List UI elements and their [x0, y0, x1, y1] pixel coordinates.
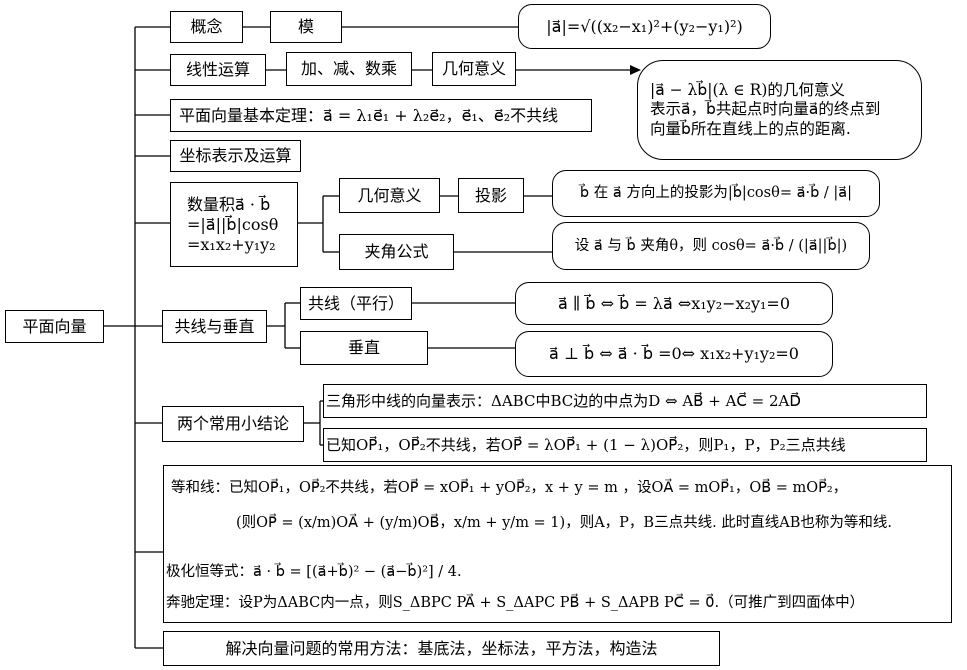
dot-geo-label: 几何意义 [357, 185, 422, 205]
methods-label: 解决向量问题的常用方法：基底法，坐标法，平方法，构造法 [225, 638, 658, 658]
perp-label: 垂直 [347, 338, 380, 357]
perp-formula-node: a⃗ ⊥ b⃗ ⇔ a⃗ · b⃗ =0⇔ x₁x₂+y₁y₂=0 [515, 331, 833, 377]
ops-node: 加、减、数乘 [286, 52, 412, 86]
geo-note-line-2: 表示a⃗，b⃗共起点时向量a⃗的终点到 [650, 100, 881, 119]
ops-label: 加、减、数乘 [300, 59, 397, 78]
geo-meaning-note: |a⃗ − λb⃗|(λ ∈ R)的几何意义 表示a⃗，b⃗共起点时向量a⃗的终… [637, 60, 922, 160]
projection-node: 投影 [458, 178, 524, 213]
dot-product-node: 数量积a⃗ · b⃗ =|a⃗||b⃗|cosθ =x₁x₂+y₁y₂ [170, 182, 298, 267]
angle-node: 夹角公式 [339, 234, 454, 270]
angle-formula: 设 a⃗ 与 b⃗ 夹角θ，则 cosθ= a⃗·b⃗ / (|a⃗||b⃗|) [574, 237, 848, 254]
modulus-label: 模 [297, 17, 314, 36]
geo-note-line-1: |a⃗ − λb⃗|(λ ∈ R)的几何意义 [650, 80, 845, 99]
advanced-conclusions-node: 等和线：已知OP⃗₁，OP⃗₂不共线，若OP⃗ = xOP⃗₁ + yOP⃗₂，… [163, 465, 952, 623]
two-conclusions-node: 两个常用小结论 [162, 406, 304, 442]
polarization-identity: 极化恒等式：a⃗ · b⃗ = [(a⃗+b⃗)² − (a⃗−b⃗)²] / … [166, 564, 462, 580]
concept-node: 概念 [170, 11, 243, 43]
linear-geo-node: 几何意义 [432, 52, 516, 86]
projection-formula-node: b⃗ 在 a⃗ 方向上的投影为|b⃗|cosθ= a⃗·b⃗ / |a⃗| [552, 170, 880, 217]
parallel-node: 共线（平行） [300, 287, 412, 320]
root-node: 平面向量 [5, 310, 104, 343]
dot-geo-node: 几何意义 [339, 178, 440, 213]
parallel-label: 共线（平行） [307, 293, 404, 313]
dot-line-3: =x₁x₂+y₁y₂ [187, 234, 276, 254]
equal-sum-line-2: (则OP⃗ = (x/m)OA⃗ + (y/m)OB⃗，x/m + y/m = … [236, 515, 893, 531]
projection-formula: b⃗ 在 a⃗ 方向上的投影为|b⃗|cosθ= a⃗·b⃗ / |a⃗| [579, 185, 853, 202]
parallel-formula-node: a⃗ ∥ b⃗ ⇔ b⃗ = λa⃗ ⇔x₁y₂−x₂y₁=0 [515, 282, 833, 325]
collinear-conclusion-node: 已知OP⃗₁，OP⃗₂不共线，若OP⃗ = λOP⃗₁ + (1 − λ)OP⃗… [323, 428, 927, 462]
collinear-perp-node: 共线与垂直 [162, 310, 267, 343]
two-conclusions-label: 两个常用小结论 [176, 414, 289, 433]
linear-ops-label: 线性运算 [185, 60, 250, 79]
collinear-perp-label: 共线与垂直 [174, 316, 255, 336]
coord-label: 坐标表示及运算 [179, 146, 292, 165]
theorem-label: 平面向量基本定理：a⃗ = λ₁e⃗₁ + λ₂e⃗₂，e⃗₁、e⃗₂不共线 [179, 105, 559, 125]
dot-line-2: =|a⃗||b⃗|cosθ [187, 214, 279, 234]
median-conclusion: 三角形中线的向量表示：ΔABC中BC边的中点为D ⇔ AB⃗ + AC⃗ = 2… [326, 391, 801, 410]
root-label: 平面向量 [22, 316, 87, 336]
dot-line-1: 数量积a⃗ · b⃗ [187, 194, 271, 214]
linear-geo-label: 几何意义 [441, 59, 506, 78]
modulus-formula: |a⃗|=√((x₂−x₁)²+(y₂−y₁)²) [546, 16, 743, 36]
angle-label: 夹角公式 [364, 242, 429, 261]
linear-ops-node: 线性运算 [170, 54, 266, 86]
angle-formula-node: 设 a⃗ 与 b⃗ 夹角θ，则 cosθ= a⃗·b⃗ / (|a⃗||b⃗|) [552, 222, 870, 270]
modulus-formula-node: |a⃗|=√((x₂−x₁)²+(y₂−y₁)²) [518, 4, 771, 49]
perp-node: 垂直 [300, 331, 428, 365]
collinear-conclusion: 已知OP⃗₁，OP⃗₂不共线，若OP⃗ = λOP⃗₁ + (1 − λ)OP⃗… [326, 435, 846, 454]
modulus-node: 模 [270, 11, 342, 43]
median-conclusion-node: 三角形中线的向量表示：ΔABC中BC边的中点为D ⇔ AB⃗ + AC⃗ = 2… [323, 384, 927, 418]
methods-node: 解决向量问题的常用方法：基底法，坐标法，平方法，构造法 [163, 631, 720, 666]
parallel-formula: a⃗ ∥ b⃗ ⇔ b⃗ = λa⃗ ⇔x₁y₂−x₂y₁=0 [557, 293, 791, 313]
equal-sum-line-1: 等和线：已知OP⃗₁，OP⃗₂不共线，若OP⃗ = xOP⃗₁ + yOP⃗₂，… [171, 480, 848, 496]
theorem-node: 平面向量基本定理：a⃗ = λ₁e⃗₁ + λ₂e⃗₂，e⃗₁、e⃗₂不共线 [170, 99, 592, 132]
coord-node: 坐标表示及运算 [170, 140, 301, 172]
perp-formula: a⃗ ⊥ b⃗ ⇔ a⃗ · b⃗ =0⇔ x₁x₂+y₁y₂=0 [549, 344, 799, 363]
projection-label: 投影 [474, 185, 507, 205]
benz-theorem: 奔驰定理：设P为ΔABC内一点，则S_ΔBPC PA⃗ + S_ΔAPC PB⃗… [166, 595, 865, 611]
concept-label: 概念 [190, 17, 223, 36]
geo-note-line-3: 向量b⃗所在直线上的点的距离. [650, 119, 851, 138]
